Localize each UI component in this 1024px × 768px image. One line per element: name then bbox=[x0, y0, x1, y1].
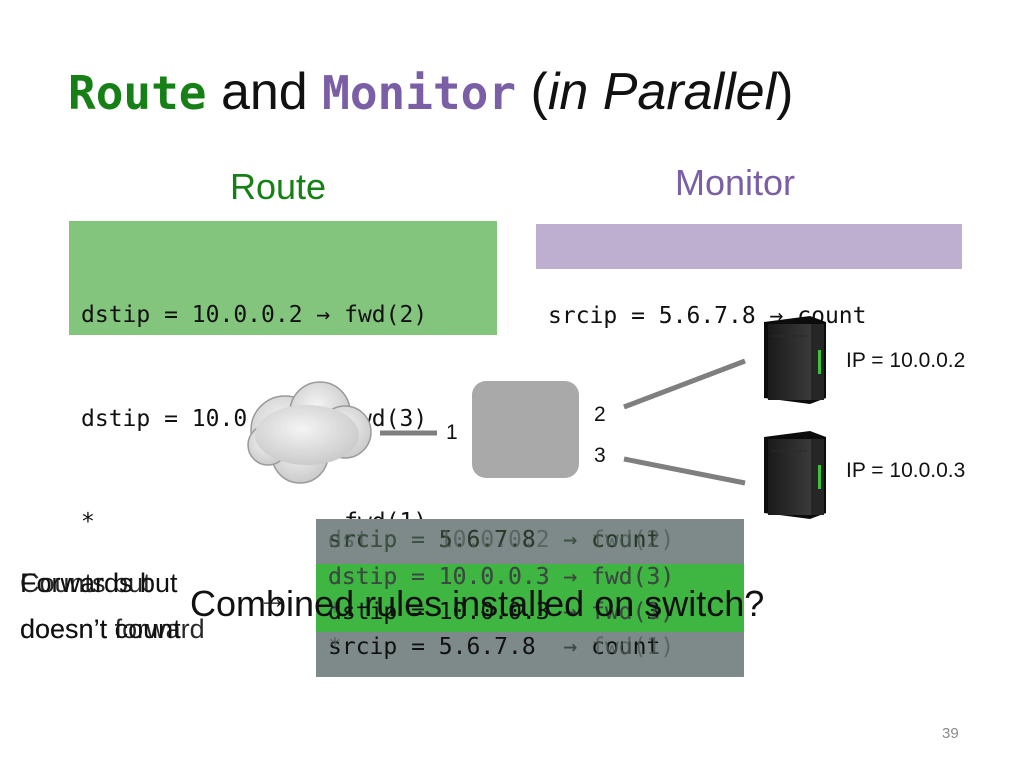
server-top-icon bbox=[764, 316, 826, 404]
title-and: and bbox=[220, 63, 308, 121]
route-rule: dstip = 10.0.0.2 → fwd(2) bbox=[81, 302, 428, 328]
server-top-ip: IP = 10.0.0.2 bbox=[846, 349, 966, 372]
combined-rule-line: dstip = 10.0.0.3 → fwd(3) bbox=[328, 564, 675, 590]
annotation-counts-line2: doesn’t forward bbox=[20, 614, 205, 644]
combined-rule-line-ghost: * → fwd(1) bbox=[328, 634, 675, 660]
title-route-keyword: Route bbox=[68, 66, 207, 120]
port-2-label: 2 bbox=[594, 403, 606, 426]
title-parallel: in Parallel bbox=[547, 63, 777, 121]
combined-highlight-band bbox=[316, 564, 744, 632]
port-3-label: 3 bbox=[594, 444, 606, 467]
annotation-counts-line1: Counts but bbox=[20, 568, 151, 598]
switch-server-link-top bbox=[623, 358, 746, 410]
switch-icon bbox=[472, 381, 579, 478]
title-monitor-keyword: Monitor bbox=[322, 66, 517, 120]
monitor-heading: Monitor bbox=[675, 162, 796, 203]
annotation-forwards-line2: doesn’t count bbox=[20, 614, 181, 644]
title-open-paren: ( bbox=[530, 63, 548, 121]
combined-rule-line-ghost: dstip = 10.0.0.2 → fwd(2) bbox=[328, 527, 675, 553]
combined-rule-line: srcip = 5.6.7.8 → count bbox=[328, 527, 661, 553]
server-bottom-icon bbox=[764, 431, 826, 519]
port-1-label: 1 bbox=[446, 421, 458, 444]
switch-server-link-bottom bbox=[623, 456, 746, 486]
combined-rule-line: srcip = 5.6.7.8 → count bbox=[328, 634, 661, 660]
route-heading: Route bbox=[230, 166, 327, 207]
monitor-policy-box: srcip = 5.6.7.8 → count bbox=[536, 224, 962, 329]
annotation-arrow: → bbox=[258, 582, 288, 615]
annotation-forwards-line1: Forwards but bbox=[20, 568, 178, 598]
monitor-rule: srcip = 5.6.7.8 → count bbox=[548, 303, 867, 329]
page-number: 39 bbox=[942, 725, 959, 742]
combined-rules-box: srcip = 5.6.7.8 → count dstip = 10.0.0.2… bbox=[316, 519, 744, 677]
combined-rule-line-ghost: * → fwd(1) bbox=[328, 599, 675, 625]
combined-rule-line: dstip = 10.0.0.3 → fwd(3) bbox=[328, 599, 675, 625]
combined-rule-line-ghost: dstip = 10.0.0.3 → fwd(3) bbox=[328, 564, 675, 590]
slide-title: Route and Monitor (in Parallel) bbox=[68, 62, 793, 122]
server-bottom-ip: IP = 10.0.0.3 bbox=[846, 459, 966, 482]
cloud-icon bbox=[247, 381, 372, 484]
title-close-paren: ) bbox=[776, 63, 794, 121]
combined-question: Combined rules installed on switch? bbox=[190, 583, 765, 624]
combined-rule-line-ghost: srcip = 5.6.7.8 → count bbox=[328, 527, 661, 553]
